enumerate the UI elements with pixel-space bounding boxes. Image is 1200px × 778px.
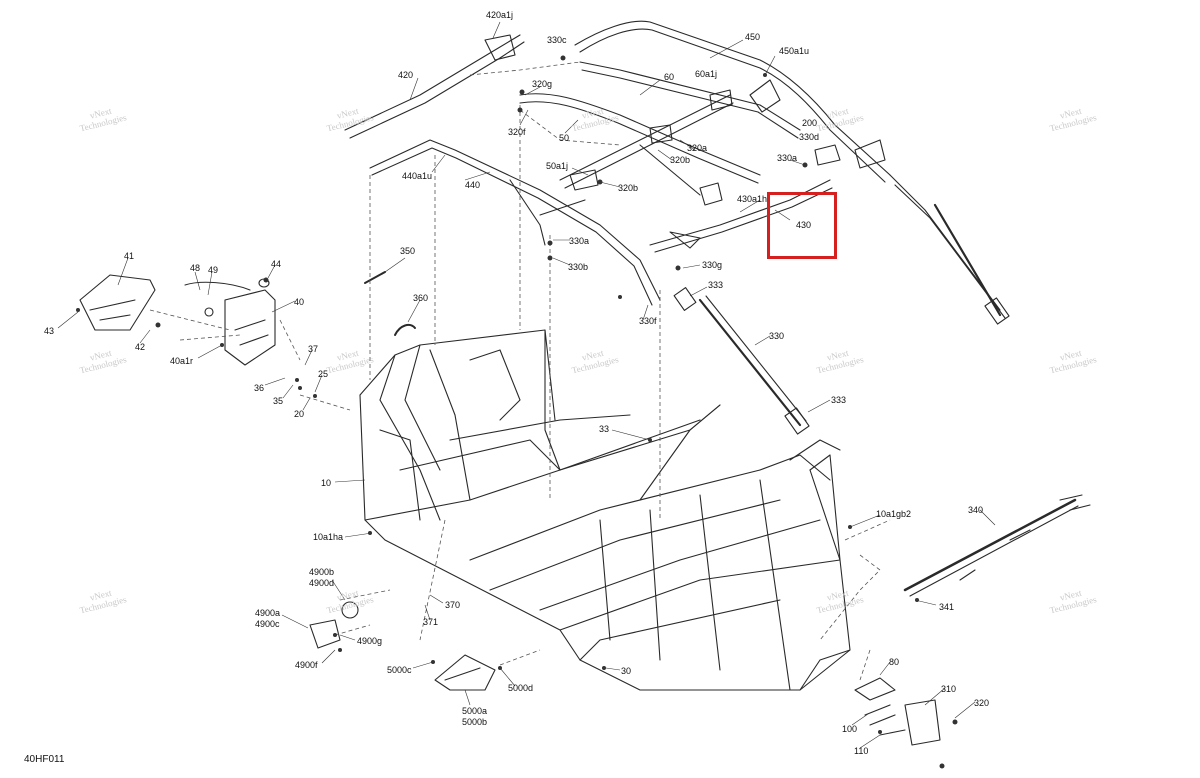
callout-label: 320: [974, 698, 990, 708]
callout-label: 50: [559, 133, 570, 143]
callout-label: 200: [802, 118, 818, 128]
roof-tube-420: [344, 34, 521, 131]
steering-tube-340: [903, 498, 1077, 592]
callout-label: 320a: [687, 143, 708, 153]
callout-label: 43: [44, 326, 55, 336]
callout-label: 44: [271, 259, 282, 269]
roof-bar-60: [579, 61, 801, 131]
callout-label: 25: [318, 369, 329, 379]
callout-label: 41: [124, 251, 135, 261]
callout-label: 320g: [532, 79, 553, 89]
callout-label: 320b: [618, 183, 639, 193]
callout-label: 49: [208, 265, 219, 275]
callout-label: 330c: [547, 35, 567, 45]
callout-label: 370: [445, 600, 461, 610]
callout-label: 5000a: [462, 706, 488, 716]
callout-label: 30: [621, 666, 632, 676]
callout-label: 42: [135, 342, 146, 352]
part-80: [854, 677, 896, 701]
callout-label: 4900d: [309, 578, 335, 588]
callout-label: 36: [254, 383, 265, 393]
callout-label: 440: [465, 180, 481, 190]
part-360: [394, 323, 416, 336]
callout-label: 310: [941, 684, 957, 694]
callout-label: 20: [294, 409, 305, 419]
callout-label: 35: [273, 396, 284, 406]
front-hoop-440: [369, 139, 661, 301]
callout-label: 60: [664, 72, 675, 82]
callout-label: 50a1j: [546, 161, 569, 171]
callout-label: 440a1u: [402, 171, 433, 181]
part-4900a: [309, 619, 341, 649]
callout-label: 330: [769, 331, 785, 341]
callout-label: 330a: [777, 153, 798, 163]
roof-bar-50: [519, 93, 761, 176]
main-frame-10: [359, 329, 556, 421]
callout-label: 37: [308, 344, 319, 354]
callout-label: 5000d: [508, 683, 534, 693]
callout-label: 100: [842, 724, 858, 734]
callout-label: 48: [190, 263, 201, 273]
callout-label: 341: [939, 602, 955, 612]
callout-label: 4900g: [357, 636, 383, 646]
callout-label: 371: [423, 617, 439, 627]
part-350: [364, 271, 386, 284]
callout-label: 80: [889, 657, 900, 667]
callout-label: 420a1j: [486, 10, 514, 20]
part-100: [864, 704, 896, 726]
callout-label: 4900c: [255, 619, 280, 629]
callout-label: 330b: [568, 262, 589, 272]
callout-label: 110: [854, 746, 869, 756]
callout-label: 40a1r: [170, 356, 194, 366]
callout-label: 350: [400, 246, 416, 256]
figure-code: 40HF011: [24, 754, 65, 765]
highlight-box-430: [767, 192, 837, 259]
part-310: [904, 699, 941, 746]
callout-label: 4900a: [255, 608, 281, 618]
callout-label: 420: [398, 70, 414, 80]
part-4900b: [341, 601, 359, 619]
callout-label: 430a1h: [737, 194, 768, 204]
callout-label: 5000b: [462, 717, 488, 727]
callout-label: 330d: [799, 132, 820, 142]
callout-label: 10a1ha: [313, 532, 344, 542]
callout-label: 333: [708, 280, 724, 290]
callout-label: 333: [831, 395, 847, 405]
callout-label: 340: [968, 505, 984, 515]
callout-label: 60a1j: [695, 69, 718, 79]
callout-label: 430: [796, 220, 812, 230]
bracket-41: [79, 274, 156, 331]
callout-label: 450: [745, 32, 761, 42]
callout-label: 450a1u: [779, 46, 810, 56]
callout-label: 330f: [639, 316, 657, 326]
callout-label: 320f: [508, 127, 526, 137]
callout-label: 330a: [569, 236, 590, 246]
part-5000a: [434, 654, 496, 691]
roof-hoop-450: [574, 20, 891, 176]
callout-label: 10a1gb2: [876, 509, 912, 519]
callout-label: 360: [413, 293, 429, 303]
callout-label: 33: [599, 424, 610, 434]
callout-label: 10: [321, 478, 332, 488]
bracket-40: [224, 289, 276, 366]
callout-label: 40: [294, 297, 305, 307]
callout-label: 330g: [702, 260, 723, 270]
callout-label: 320b: [670, 155, 691, 165]
callout-label: 4900f: [295, 660, 318, 670]
callout-label: 5000c: [387, 665, 412, 675]
callout-label: 4900b: [309, 567, 335, 577]
